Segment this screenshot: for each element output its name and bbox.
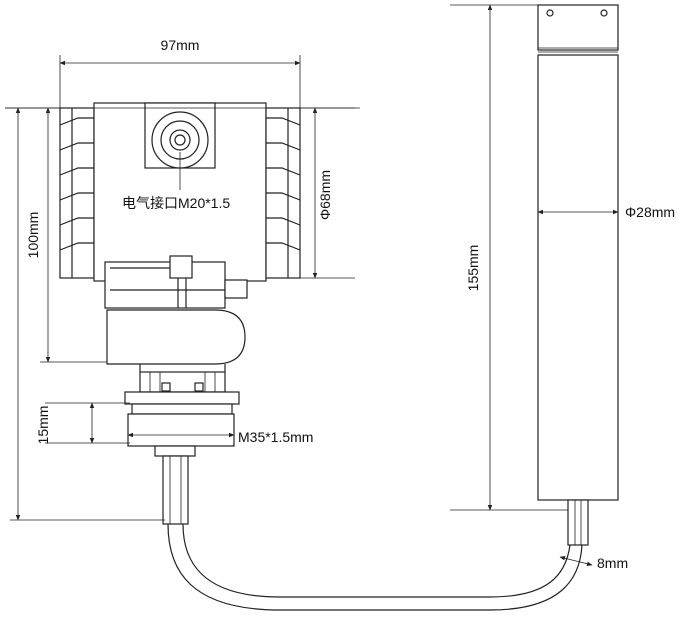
label-100: 100mm (25, 212, 41, 259)
dim-28: Φ28mm (537, 204, 675, 220)
dim-15: 15mm (35, 402, 130, 445)
label-155: 155mm (465, 245, 481, 292)
label-8: 8mm (597, 555, 628, 571)
dim-100: 100mm (5, 107, 107, 363)
cable-gland (144, 102, 216, 169)
sensor-body (106, 309, 246, 365)
label-97: 97mm (161, 37, 200, 53)
label-15: 15mm (35, 406, 51, 445)
label-m35: M35*1.5mm (238, 429, 313, 445)
right-fins (265, 107, 301, 279)
housing (59, 102, 301, 525)
level-probe (537, 4, 619, 546)
cable (167, 523, 583, 611)
label-28: Φ28mm (625, 204, 675, 220)
left-fins (59, 107, 95, 279)
label-electrical: 电气接口M20*1.5 (122, 195, 230, 211)
dim-97: 97mm (59, 37, 301, 108)
dim-m35: M35*1.5mm (127, 429, 313, 445)
neck (104, 255, 248, 309)
label-68: Φ68mm (317, 170, 333, 220)
process-connection (124, 371, 240, 525)
dim-68: Φ68mm (300, 107, 355, 279)
dim-electrical: 电气接口M20*1.5 (122, 152, 230, 211)
dim-8: 8mm (559, 555, 628, 571)
dim-155: 155mm (450, 4, 568, 511)
